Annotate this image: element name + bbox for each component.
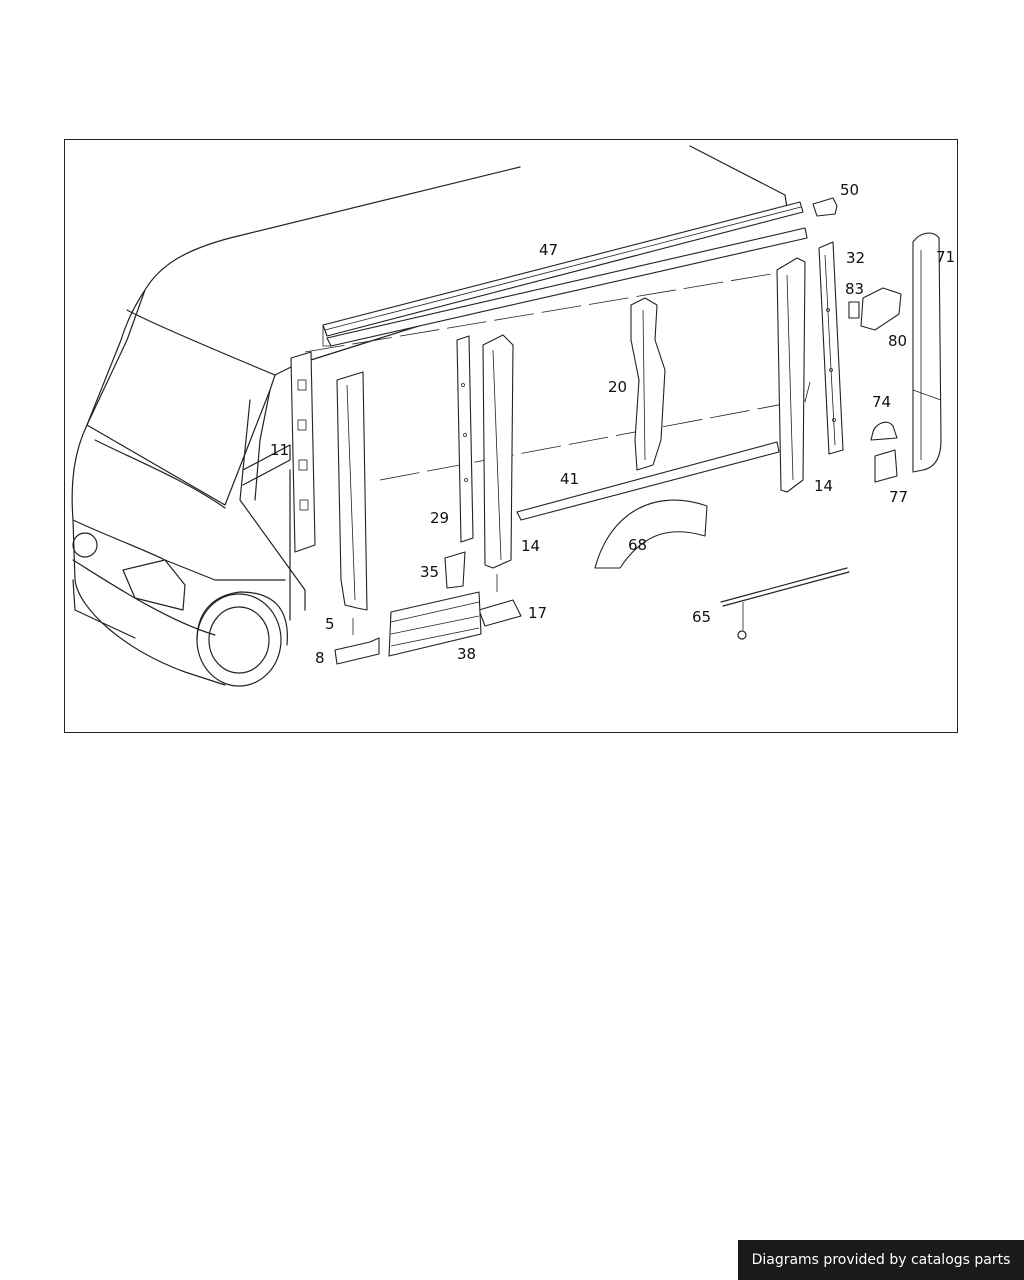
part-47-roof-rail (322, 201, 808, 347)
part-77 (874, 449, 898, 483)
part-74 (870, 421, 898, 441)
callout-83: 83 (845, 280, 865, 298)
parts-diagram-frame: 47 50 32 71 83 80 20 74 14 41 77 11 29 1… (64, 139, 958, 733)
callout-35: 35 (420, 563, 440, 581)
part-80 (860, 287, 902, 331)
part-65 (720, 567, 850, 640)
part-68 (594, 499, 708, 569)
callout-47: 47 (539, 241, 559, 259)
part-17 (478, 599, 522, 627)
callout-32: 32 (846, 249, 866, 267)
callout-17: 17 (528, 604, 548, 622)
part-14-rear-pillar (776, 257, 806, 493)
part-5 (336, 371, 368, 635)
part-50 (812, 197, 838, 217)
part-41 (516, 441, 780, 521)
part-38 (388, 591, 482, 657)
callout-29: 29 (430, 509, 450, 527)
callout-14-rear: 14 (814, 477, 834, 495)
part-20 (630, 297, 666, 471)
van-body-outline (71, 145, 811, 687)
footer-credit-badge: Diagrams provided by catalogs parts (738, 1240, 1024, 1280)
callout-8: 8 (315, 649, 325, 667)
callout-41: 41 (560, 470, 580, 488)
callout-14-front: 14 (521, 537, 541, 555)
callout-20: 20 (608, 378, 628, 396)
callout-80: 80 (888, 332, 908, 350)
part-29 (456, 335, 474, 543)
callout-68: 68 (628, 536, 648, 554)
callout-50: 50 (840, 181, 860, 199)
part-8 (334, 637, 380, 665)
part-35 (444, 551, 466, 589)
part-14-front-pillar (482, 334, 514, 592)
part-32 (818, 241, 844, 455)
callout-11: 11 (270, 441, 290, 459)
callout-65: 65 (692, 608, 712, 626)
callout-5: 5 (325, 615, 335, 633)
callout-71: 71 (936, 248, 956, 266)
callout-77: 77 (889, 488, 909, 506)
part-83 (848, 301, 860, 319)
exploded-parts-illustration (71, 145, 942, 687)
part-71 (912, 232, 942, 473)
callout-38: 38 (457, 645, 477, 663)
part-11 (290, 351, 316, 553)
callout-74: 74 (872, 393, 892, 411)
